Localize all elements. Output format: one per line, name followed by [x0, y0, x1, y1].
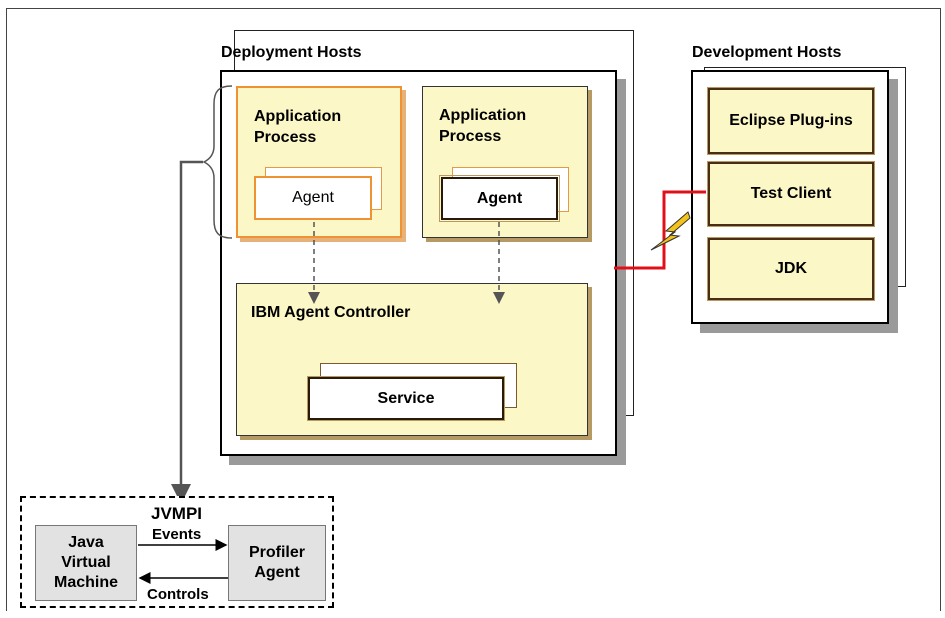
- application-process-1-label: Application Process: [254, 108, 342, 146]
- jvmpi-label: JVMPI: [151, 504, 203, 523]
- process-brace: [202, 85, 233, 239]
- development-hosts-label: Development Hosts: [692, 44, 842, 61]
- brace-to-jvm-connector: [171, 160, 203, 504]
- profiler-agent-box: Profiler Agent: [228, 525, 326, 601]
- jdk-box: JDK: [708, 238, 874, 300]
- ibm-agent-controller-label: IBM Agent Controller: [251, 304, 411, 321]
- lightning-icon: [650, 211, 691, 251]
- test-client-box: Test Client: [708, 162, 874, 226]
- events-label: Events: [152, 526, 202, 543]
- deployment-hosts-label: Deployment Hosts: [221, 44, 362, 61]
- agent-1: Agent: [254, 176, 372, 220]
- controls-label: Controls: [147, 586, 209, 603]
- network-link: [614, 190, 706, 270]
- figure-frame: [6, 8, 941, 611]
- eclipse-plugins-box: Eclipse Plug-ins: [708, 88, 874, 154]
- agent-2: Agent: [439, 175, 560, 222]
- service-box: Service: [308, 377, 504, 420]
- application-process-2-label: Application Process: [439, 107, 527, 145]
- java-virtual-machine-box: Java Virtual Machine: [35, 525, 137, 601]
